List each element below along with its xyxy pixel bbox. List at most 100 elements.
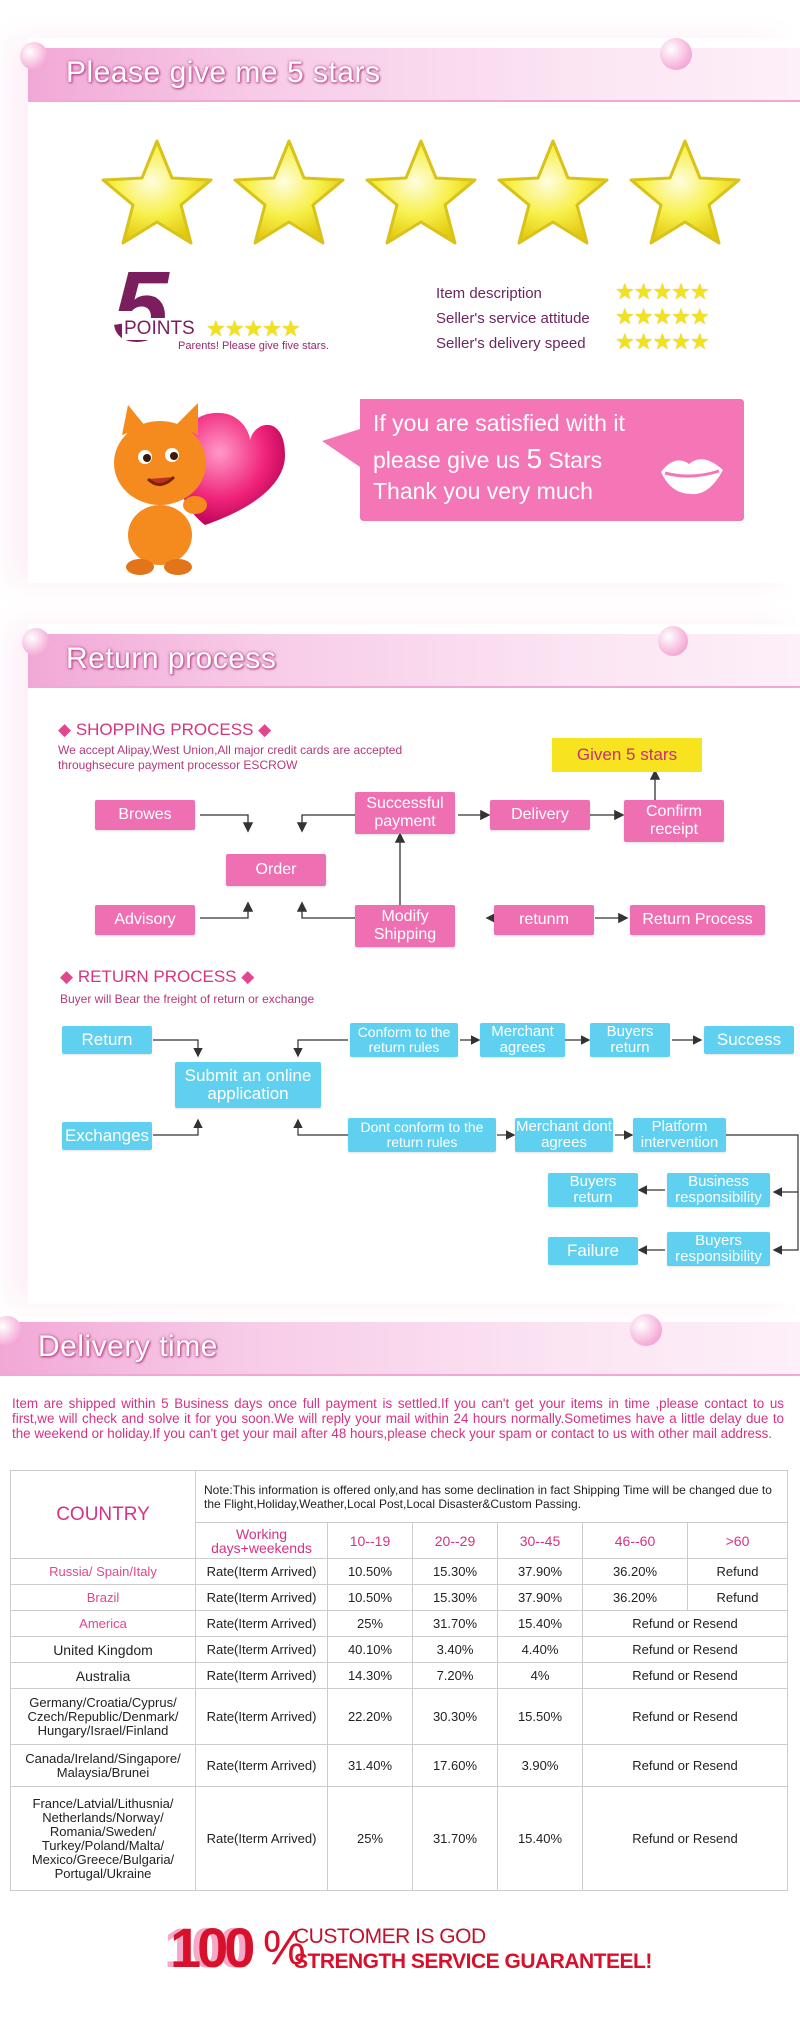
points-sub: Parents! Please give five stars.	[178, 340, 330, 352]
rate-cell: Rate(Iterm Arrived)	[195, 1786, 328, 1891]
diamond-icon: ◆	[241, 967, 255, 986]
delivery-table: COUNTRY Note:This information is offered…	[10, 1470, 788, 1891]
bubble-line-2: please give us 5 Stars	[373, 443, 602, 475]
buyers-return-box: Buyers return	[590, 1023, 670, 1057]
browes-box: Browes	[95, 800, 195, 830]
big-star-icon	[233, 139, 345, 245]
range-header: 10--19	[327, 1522, 413, 1559]
submit-online-box: Submit an online application	[175, 1062, 321, 1108]
value-cell: 25%	[327, 1610, 413, 1637]
criteria-stars: ★★★★★★★★★★★★★★★	[615, 279, 710, 354]
value-cell: 37.90%	[497, 1558, 583, 1585]
merchant-agrees-box: Merchant agrees	[480, 1023, 565, 1057]
range-header: 20--29	[412, 1522, 498, 1559]
success-box: Success	[704, 1026, 794, 1054]
table-row: Brazil Rate(Iterm Arrived) 10.50% 15.30%…	[10, 1584, 788, 1611]
value-cell: 10.50%	[327, 1558, 413, 1585]
value-cell: 36.20%	[582, 1558, 688, 1585]
delivery-notice: Item are shipped within 5 Business days …	[12, 1396, 784, 1441]
rate-cell: Rate(Iterm Arrived)	[195, 1610, 328, 1637]
value-cell: Refund	[687, 1558, 788, 1585]
diamond-icon: ◆	[58, 720, 72, 739]
retunm-box: retunm	[494, 905, 594, 935]
table-row: Germany/Croatia/Cyprus/ Czech/Republic/D…	[10, 1688, 788, 1745]
value-cell: 31.70%	[412, 1610, 498, 1637]
bubble-line-2-num: 5	[526, 443, 543, 474]
rate-cell: Rate(Iterm Arrived)	[195, 1662, 328, 1689]
failure-box: Failure	[548, 1237, 638, 1265]
value-cell: 15.50%	[497, 1688, 583, 1745]
country-cell: Germany/Croatia/Cyprus/ Czech/Republic/D…	[10, 1688, 196, 1745]
rate-cell: Rate(Iterm Arrived)	[195, 1636, 328, 1663]
bubble-line-1: If you are satisfied with it	[373, 410, 625, 436]
value-cell: Refund or Resend	[582, 1688, 788, 1745]
value-cell: 36.20%	[582, 1584, 688, 1611]
value-cell: Refund	[687, 1584, 788, 1611]
criteria-item-description: Item description	[436, 285, 542, 302]
bubble-decoration	[22, 628, 50, 656]
value-cell: 4%	[497, 1662, 583, 1689]
rating-banner: Please give me 5 stars	[20, 38, 800, 102]
value-cell: Refund or Resend	[582, 1786, 788, 1891]
value-cell: 37.90%	[497, 1584, 583, 1611]
country-cell: Russia/ Spain/Italy	[10, 1558, 196, 1585]
buyers-responsibility-box: Buyers responsibility	[667, 1232, 770, 1266]
criteria-service-attitude: Seller's service attitude	[436, 310, 590, 327]
value-cell: Refund or Resend	[582, 1636, 788, 1663]
return-flow-arrows	[153, 1035, 799, 1255]
conform-box: Conform to the return rules	[350, 1023, 458, 1057]
footer-percent: 100	[170, 1916, 255, 1979]
value-cell: 30.30%	[412, 1688, 498, 1745]
range-header: 30--45	[497, 1522, 583, 1559]
value-cell: Refund or Resend	[582, 1610, 788, 1637]
bubble-decoration	[630, 1314, 662, 1346]
table-row: America Rate(Iterm Arrived) 25% 31.70% 1…	[10, 1610, 788, 1637]
value-cell: 3.90%	[497, 1744, 583, 1787]
value-cell: 25%	[327, 1786, 413, 1891]
order-box: Order	[226, 854, 326, 886]
bubble-decoration	[0, 1316, 22, 1346]
value-cell: 15.40%	[497, 1786, 583, 1891]
diamond-icon: ◆	[258, 720, 272, 739]
rate-cell: Rate(Iterm Arrived)	[195, 1558, 328, 1585]
value-cell: 31.70%	[412, 1786, 498, 1891]
footer-percent-number: 100	[170, 1916, 255, 1979]
delivery-box: Delivery	[490, 800, 590, 830]
country-cell: France/Latvial/Lithusnia/ Netherlands/No…	[10, 1786, 196, 1891]
country-cell: America	[10, 1610, 196, 1637]
business-responsibility-box: Business responsibility	[667, 1173, 770, 1207]
table-row: France/Latvial/Lithusnia/ Netherlands/No…	[10, 1786, 788, 1891]
rate-cell: Rate(Iterm Arrived)	[195, 1744, 328, 1787]
exchanges-box: Exchanges	[62, 1122, 152, 1150]
working-days-header: Working days+weekends	[195, 1522, 328, 1559]
bubble-line-3: Thank you very much	[373, 478, 593, 504]
country-cell: Brazil	[10, 1584, 196, 1611]
big-star-icon	[101, 139, 213, 245]
mascot-heart-icon	[114, 403, 285, 575]
value-cell: 22.20%	[327, 1688, 413, 1745]
range-header: >60	[687, 1522, 788, 1559]
table-row: Australia Rate(Iterm Arrived) 14.30% 7.2…	[10, 1662, 788, 1689]
shopping-desc-1: We accept Alipay,West Union,All major cr…	[58, 743, 403, 757]
confirm-receipt-box: Confirm receipt	[624, 800, 724, 842]
range-header: 46--60	[582, 1522, 688, 1559]
rate-cell: Rate(Iterm Arrived)	[195, 1584, 328, 1611]
points-label: POINTS	[122, 318, 197, 340]
diamond-icon: ◆	[60, 967, 74, 986]
return-box: Return	[62, 1026, 152, 1054]
table-note: Note:This information is offered only,an…	[195, 1470, 788, 1523]
big-star-icon	[365, 139, 477, 245]
bubble-decoration	[20, 42, 48, 70]
value-cell: 15.30%	[412, 1584, 498, 1611]
shopping-desc-2: throughsecure payment processor ESCROW	[58, 758, 298, 772]
value-cell: 15.40%	[497, 1610, 583, 1637]
country-cell: United Kingdom	[10, 1636, 196, 1663]
value-cell: 3.40%	[412, 1636, 498, 1663]
value-cell: 4.40%	[497, 1636, 583, 1663]
merchant-dont-agrees-box: Merchant dont agrees	[515, 1118, 613, 1152]
advisory-box: Advisory	[95, 905, 195, 935]
country-cell: Canada/Ireland/Singapore/ Malaysia/Brune…	[10, 1744, 196, 1787]
footer-line-2: STRENGTH SERVICE GUARANTEEL!	[294, 1950, 652, 1973]
bubble-decoration	[660, 38, 692, 70]
value-cell: Refund or Resend	[582, 1744, 788, 1787]
